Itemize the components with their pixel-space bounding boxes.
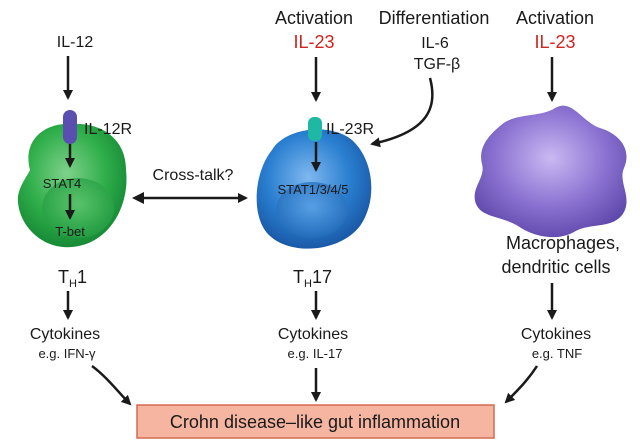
il6-label: IL-6 (421, 35, 449, 52)
th1-cytokines-label: Cytokines (30, 326, 100, 343)
th17-nucleus (276, 182, 348, 238)
th1-cell: STAT4 T-bet (17, 110, 127, 248)
outcome-box: Crohn disease–like gut inflammation (136, 404, 495, 439)
tgfb-label: TGF-β (414, 56, 461, 73)
differentiation-label: Differentiation (379, 8, 490, 28)
il12r-receptor (63, 110, 77, 144)
il23r-label: IL-23R (326, 121, 374, 138)
th1-example-label: e.g. IFN-γ (38, 346, 96, 361)
th1-nucleus (42, 178, 114, 238)
il12r-label: IL-12R (84, 121, 132, 138)
il12-label: IL-12 (57, 34, 94, 51)
macrophage-cell (474, 105, 627, 238)
th17-cytokines-label: Cytokines (278, 326, 348, 343)
stat1345-label: STAT1/3/4/5 (277, 182, 348, 197)
il23-label-right: IL-23 (534, 32, 575, 52)
activation-label-middle: Activation (275, 8, 353, 28)
il23-label-middle: IL-23 (293, 32, 334, 52)
tbet-label: T-bet (55, 224, 85, 239)
crosstalk-label: Cross-talk? (153, 167, 234, 184)
outcome-label: Crohn disease–like gut inflammation (170, 412, 460, 432)
th17-label: TH17 (293, 267, 332, 290)
macrophage-example-label: e.g. TNF (532, 346, 582, 361)
il23r-receptor (308, 117, 322, 141)
macrophage-to-inflammation-arrow (504, 365, 539, 404)
stat4-label: STAT4 (43, 176, 82, 191)
th1-to-inflammation-arrow (91, 365, 132, 406)
dendritic-cells-label: dendritic cells (501, 257, 610, 277)
macrophages-label: Macrophages, (506, 233, 620, 253)
th17-cell: STAT1/3/4/5 (256, 117, 372, 249)
macrophage-cytokines-label: Cytokines (521, 326, 591, 343)
activation-label-right: Activation (516, 8, 594, 28)
differentiation-arrow (370, 77, 434, 148)
th1-label: TH1 (58, 267, 87, 290)
th17-example-label: e.g. IL-17 (288, 346, 343, 361)
